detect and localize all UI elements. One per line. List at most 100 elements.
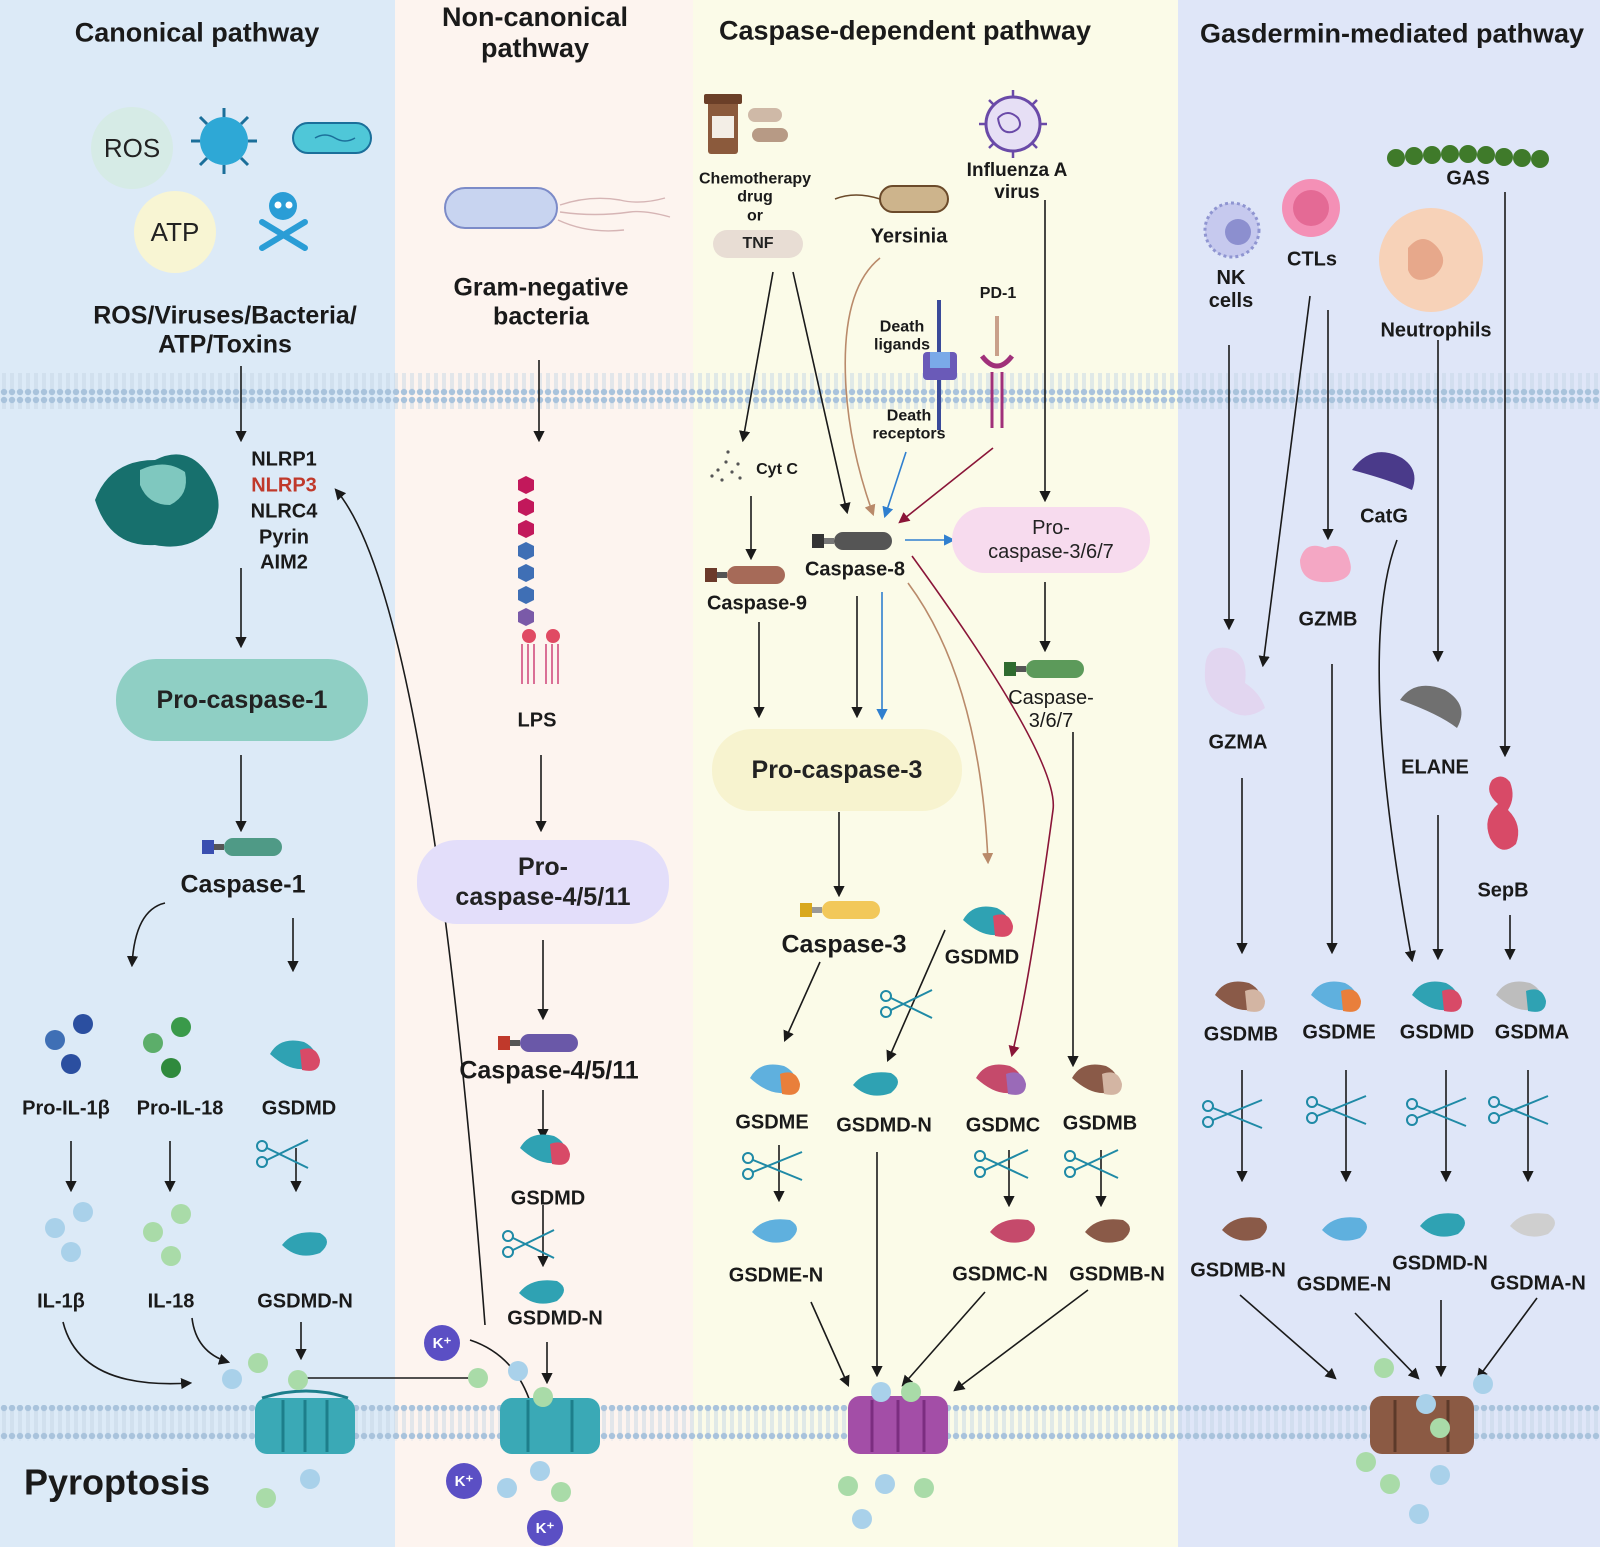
arrow-pd1-to-casp8 xyxy=(898,447,994,524)
pore-noncanonical xyxy=(500,1398,600,1454)
trigger-label: ROS/Viruses/Bacteria/ ATP/Toxins xyxy=(93,301,357,358)
caspase4-label: Caspase-4/5/11 xyxy=(459,1056,639,1085)
caspase8-label: Caspase-8 xyxy=(804,558,906,581)
gsdmbn-label-g: GSDMB-N xyxy=(1190,1259,1286,1282)
il18-label: IL-18 xyxy=(147,1290,195,1313)
skull-toxin-icon xyxy=(259,192,308,251)
gsdmd-label-nc: GSDMD xyxy=(510,1187,586,1210)
arrow-gsdman-to-pore-g xyxy=(1476,1297,1538,1380)
pro-caspase367-label: Pro- caspase-3/6/7 xyxy=(988,517,1114,563)
caspase9-icon xyxy=(705,566,785,584)
pro-caspase4-pill: Pro- caspase-4/5/11 xyxy=(417,840,669,924)
arrow-yersinia-to-casp8 xyxy=(844,257,881,517)
arrow-ctl-to-gzma xyxy=(1258,295,1311,668)
caspase3-label: Caspase-3 xyxy=(781,930,907,959)
gzma-label: GZMA xyxy=(1208,731,1268,754)
arrow-il1b-release xyxy=(62,1321,193,1390)
gsdmen-fragment-g xyxy=(1322,1217,1367,1241)
gzma-icon xyxy=(1204,647,1265,716)
canonical-title: Canonical pathway xyxy=(74,17,320,48)
lps-label: LPS xyxy=(517,709,557,732)
gsdma-protein-g xyxy=(1496,981,1546,1012)
caspase9-label: Caspase-9 xyxy=(706,592,808,615)
elane-icon xyxy=(1400,685,1462,728)
arrow-gsdmen-to-pore xyxy=(810,1301,850,1388)
arrow-gsdmbn-to-pore xyxy=(953,1289,1089,1392)
nlrp3-label: NLRP3 xyxy=(251,474,317,497)
cytc-icon xyxy=(710,450,742,482)
arrow-k-efflux-to-nlrp3 xyxy=(334,488,486,1326)
gsdme-protein-g xyxy=(1311,981,1361,1012)
death-receptor-icon xyxy=(923,300,957,430)
gsdmdn-fragment-cd xyxy=(853,1072,898,1096)
ros-label: ROS xyxy=(103,132,161,163)
ctls-label: CTLs xyxy=(1287,248,1337,271)
aim2-label: AIM2 xyxy=(260,551,308,574)
pore-caspase xyxy=(848,1396,948,1454)
yersinia-label: Yersinia xyxy=(870,225,948,248)
arrow-casp1-to-cytokines xyxy=(126,902,166,968)
pyrin-label: Pyrin xyxy=(258,526,310,549)
gsdme-label-cd: GSDME xyxy=(735,1111,809,1134)
upper-membrane xyxy=(0,373,1600,409)
gas-streptococcus-icon xyxy=(1387,145,1549,168)
gsdmdn-label-nc: GSDMD-N xyxy=(507,1307,603,1330)
nk-cell-icon xyxy=(1203,201,1261,259)
gsdmb-label-g: GSDMB xyxy=(1203,1023,1279,1046)
caspase-dependent-title: Caspase-dependent pathway xyxy=(718,15,1092,46)
influenza-virus-icon xyxy=(979,90,1047,158)
gzmb-icon xyxy=(1300,545,1351,583)
caspase367-icon xyxy=(1004,660,1084,678)
pro-caspase4-label: Pro- caspase-4/5/11 xyxy=(455,853,631,911)
gsdmbn-label-cd: GSDMB-N xyxy=(1069,1263,1165,1286)
gsdmd-label-cd: GSDMD xyxy=(944,946,1020,969)
atp-label: ATP xyxy=(150,216,200,247)
death-receptors-label: Death receptors xyxy=(872,407,946,443)
gsdme-label-g: GSDME xyxy=(1302,1021,1376,1044)
influenza-label: Influenza A virus xyxy=(966,160,1068,203)
pore-canonical xyxy=(255,1389,355,1454)
gsdmb-label-cd: GSDMB xyxy=(1062,1112,1138,1135)
pro-caspase1-label: Pro-caspase-1 xyxy=(156,686,328,714)
ctl-icon xyxy=(1282,179,1340,237)
inflammasome-icon xyxy=(95,454,219,547)
gsdmd-protein-g xyxy=(1412,981,1462,1012)
bacterium-icon-canonical xyxy=(292,122,372,154)
lps-icon xyxy=(518,476,560,684)
gsdmd-protein-canonical xyxy=(270,1040,320,1071)
nlrp1-label: NLRP1 xyxy=(251,448,317,471)
gsdmdn-label-canonical: GSDMD-N xyxy=(257,1290,353,1313)
gsdmb-protein-cd xyxy=(1072,1064,1122,1095)
gram-negative-bacterium-icon xyxy=(444,187,671,232)
pro-il18-label: Pro-IL-18 xyxy=(136,1097,224,1120)
neutrophil-icon xyxy=(1379,208,1483,312)
noncanonical-title: Non-canonical pathway xyxy=(441,1,629,63)
pd1-icon xyxy=(980,316,1014,428)
gas-label: GAS xyxy=(1446,167,1490,190)
gsdmdn-label-cd: GSDMD-N xyxy=(836,1114,932,1137)
gsdmd-label-canonical: GSDMD xyxy=(261,1097,337,1120)
pro-il1b-label: Pro-IL-1β xyxy=(22,1097,110,1120)
pro-caspase3-pill: Pro-caspase-3 xyxy=(712,729,962,811)
gsdmdn-fragment-canonical xyxy=(282,1232,327,1256)
atp-circle: ATP xyxy=(134,191,216,273)
caspase1-icon xyxy=(202,838,282,856)
arrow-gsdmd-to-gsdmdn xyxy=(886,929,946,1063)
arrow-il18-release xyxy=(191,1317,231,1365)
tnf-label: TNF xyxy=(742,235,774,253)
gsdman-label-g: GSDMA-N xyxy=(1490,1272,1586,1295)
arrow-casp8-to-gsdmd xyxy=(907,582,994,865)
gsdmb-protein-g xyxy=(1215,981,1265,1012)
pro-caspase3-label: Pro-caspase-3 xyxy=(751,756,923,784)
sepb-icon xyxy=(1487,776,1519,850)
gsdmd-protein-cd xyxy=(963,906,1013,937)
gsdmd-label-g: GSDMD xyxy=(1399,1021,1475,1044)
sepb-label: SepB xyxy=(1477,879,1529,902)
caspase3-icon xyxy=(800,901,880,919)
gsdma-label-g: GSDMA xyxy=(1494,1021,1570,1044)
pd1-label: PD-1 xyxy=(979,284,1017,302)
catg-icon xyxy=(1352,452,1415,490)
arrow-casp3-to-gsdme xyxy=(783,961,821,1043)
